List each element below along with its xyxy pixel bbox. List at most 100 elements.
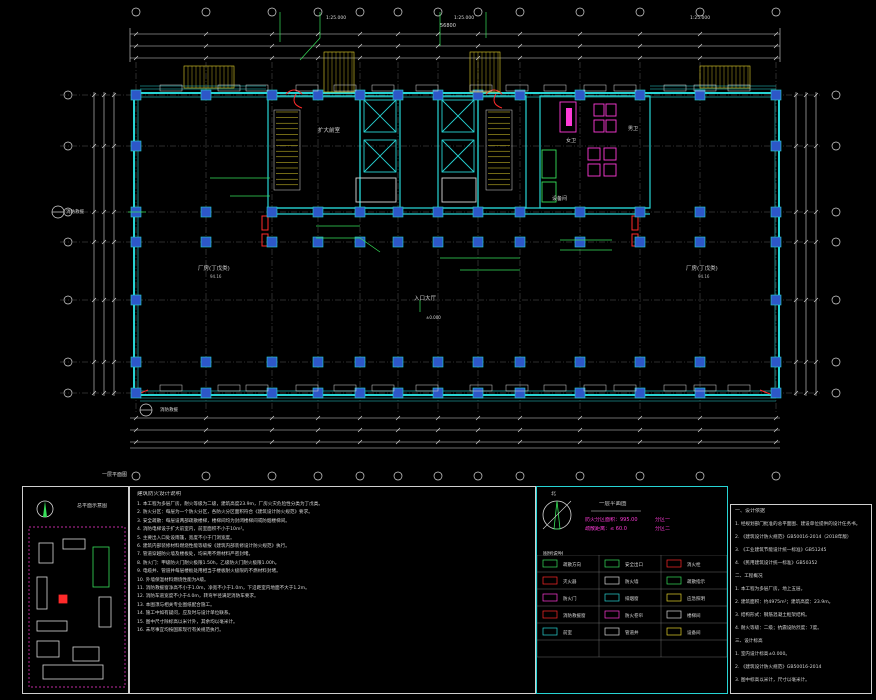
column xyxy=(634,387,646,399)
axis-bubble xyxy=(831,207,841,217)
title-block-line: 2. 《建筑设计防火规范》GB50016-2014（2018年版） xyxy=(735,535,852,540)
axis-bubble xyxy=(313,471,323,481)
axis-bubble xyxy=(515,471,525,481)
dim-tick xyxy=(475,31,481,37)
dim-tick xyxy=(269,439,275,445)
column xyxy=(770,387,782,399)
title-block-line: 4. 耐火等级：二级；抗震设防烈度：7度。 xyxy=(735,626,822,631)
legend-item: 防火墙 xyxy=(625,580,639,585)
notes-title: 建筑防火设计说明 xyxy=(137,491,182,497)
wall-tag xyxy=(295,84,319,92)
dim-tick xyxy=(91,359,97,365)
legend-swatch xyxy=(542,593,558,602)
dim-tick xyxy=(203,43,209,49)
dim-tick xyxy=(435,427,441,433)
legend-item: 防火卷帘 xyxy=(625,614,643,619)
dim-tick xyxy=(435,439,441,445)
legend-item: 疏散指示 xyxy=(687,580,705,585)
axis-bubble xyxy=(393,471,403,481)
column xyxy=(130,356,142,368)
column xyxy=(130,387,142,399)
toilet-female-label: 女卫 xyxy=(566,137,576,144)
legend-title: 图例说明 xyxy=(543,551,564,557)
dim-tick xyxy=(203,415,209,421)
column xyxy=(200,89,212,101)
column xyxy=(472,206,484,218)
dim-tick xyxy=(793,390,799,396)
wall-tag xyxy=(415,384,439,392)
column xyxy=(694,206,706,218)
column xyxy=(472,236,484,248)
title-block-line: 2. 《建筑设计防火规范》GB50016-2014 xyxy=(735,665,822,670)
dim-tick xyxy=(517,439,523,445)
column xyxy=(514,206,526,218)
legend-swatch xyxy=(666,627,682,636)
dim-tick xyxy=(111,297,117,303)
dim-tick xyxy=(357,55,363,61)
wall-tag xyxy=(333,84,357,92)
axis-bubble xyxy=(771,471,781,481)
title-block-line: 三、设计标高 xyxy=(735,639,763,644)
dim-tick xyxy=(395,55,401,61)
core-walls xyxy=(267,95,651,215)
dim-tick xyxy=(111,359,117,365)
dim-tick xyxy=(91,239,97,245)
legend-swatch xyxy=(604,559,620,568)
column xyxy=(200,387,212,399)
axis-bubble xyxy=(201,7,211,17)
column xyxy=(634,89,646,101)
axis-bubble xyxy=(831,388,841,398)
dim-tick xyxy=(803,359,809,365)
axis-bubble xyxy=(473,7,483,17)
dim-tick xyxy=(315,439,321,445)
dim-tick xyxy=(101,239,107,245)
column xyxy=(354,236,366,248)
site-buildings xyxy=(36,538,112,680)
dim-tick xyxy=(577,427,583,433)
column xyxy=(770,89,782,101)
legend-swatch xyxy=(604,576,620,585)
dim-tick xyxy=(803,209,809,215)
dim-tick xyxy=(803,390,809,396)
dim-tick xyxy=(269,55,275,61)
title-block-line: 二、工程概况 xyxy=(735,574,763,579)
dim-tick xyxy=(435,43,441,49)
axis-bubbles-top xyxy=(131,7,781,17)
dim-tick xyxy=(435,55,441,61)
dim-tick xyxy=(517,415,523,421)
fire-note-1: 防火分区面积：995.00 xyxy=(585,517,638,523)
axis-bubble xyxy=(131,471,141,481)
column xyxy=(634,356,646,368)
legend-item: 灭火器 xyxy=(563,580,577,585)
column xyxy=(354,89,366,101)
dim-tick xyxy=(133,415,139,421)
dim-tick xyxy=(773,43,779,49)
column xyxy=(574,356,586,368)
dim-tick xyxy=(773,427,779,433)
dim-tick xyxy=(203,427,209,433)
dim-tick xyxy=(637,427,643,433)
dim-tick xyxy=(813,359,819,365)
dim-tick xyxy=(697,439,703,445)
column xyxy=(130,294,142,306)
dim-tick xyxy=(577,43,583,49)
stair-left xyxy=(273,109,301,191)
axis-bubble xyxy=(831,357,841,367)
legend-item: 前室 xyxy=(563,631,572,636)
column xyxy=(266,89,278,101)
title-block-line: 3. 结构形式：钢筋混凝土框架结构。 xyxy=(735,613,810,618)
notes-line: 11. 消防救援窗净高不小于1.0m，净宽不小于1.0m，下沿距室内地面不大于1… xyxy=(137,586,310,592)
column xyxy=(392,236,404,248)
dim-tick xyxy=(773,55,779,61)
dim-tick xyxy=(793,297,799,303)
column xyxy=(354,387,366,399)
legend-item: 消防救援窗 xyxy=(563,614,586,619)
axis-bubble xyxy=(201,471,211,481)
axis-bubble xyxy=(831,90,841,100)
legend-item: 安全出口 xyxy=(625,563,643,568)
axis-bubble xyxy=(695,7,705,17)
north-label: 北 xyxy=(551,491,557,497)
dim-tick xyxy=(803,143,809,149)
dim-tick xyxy=(475,43,481,49)
column xyxy=(514,236,526,248)
